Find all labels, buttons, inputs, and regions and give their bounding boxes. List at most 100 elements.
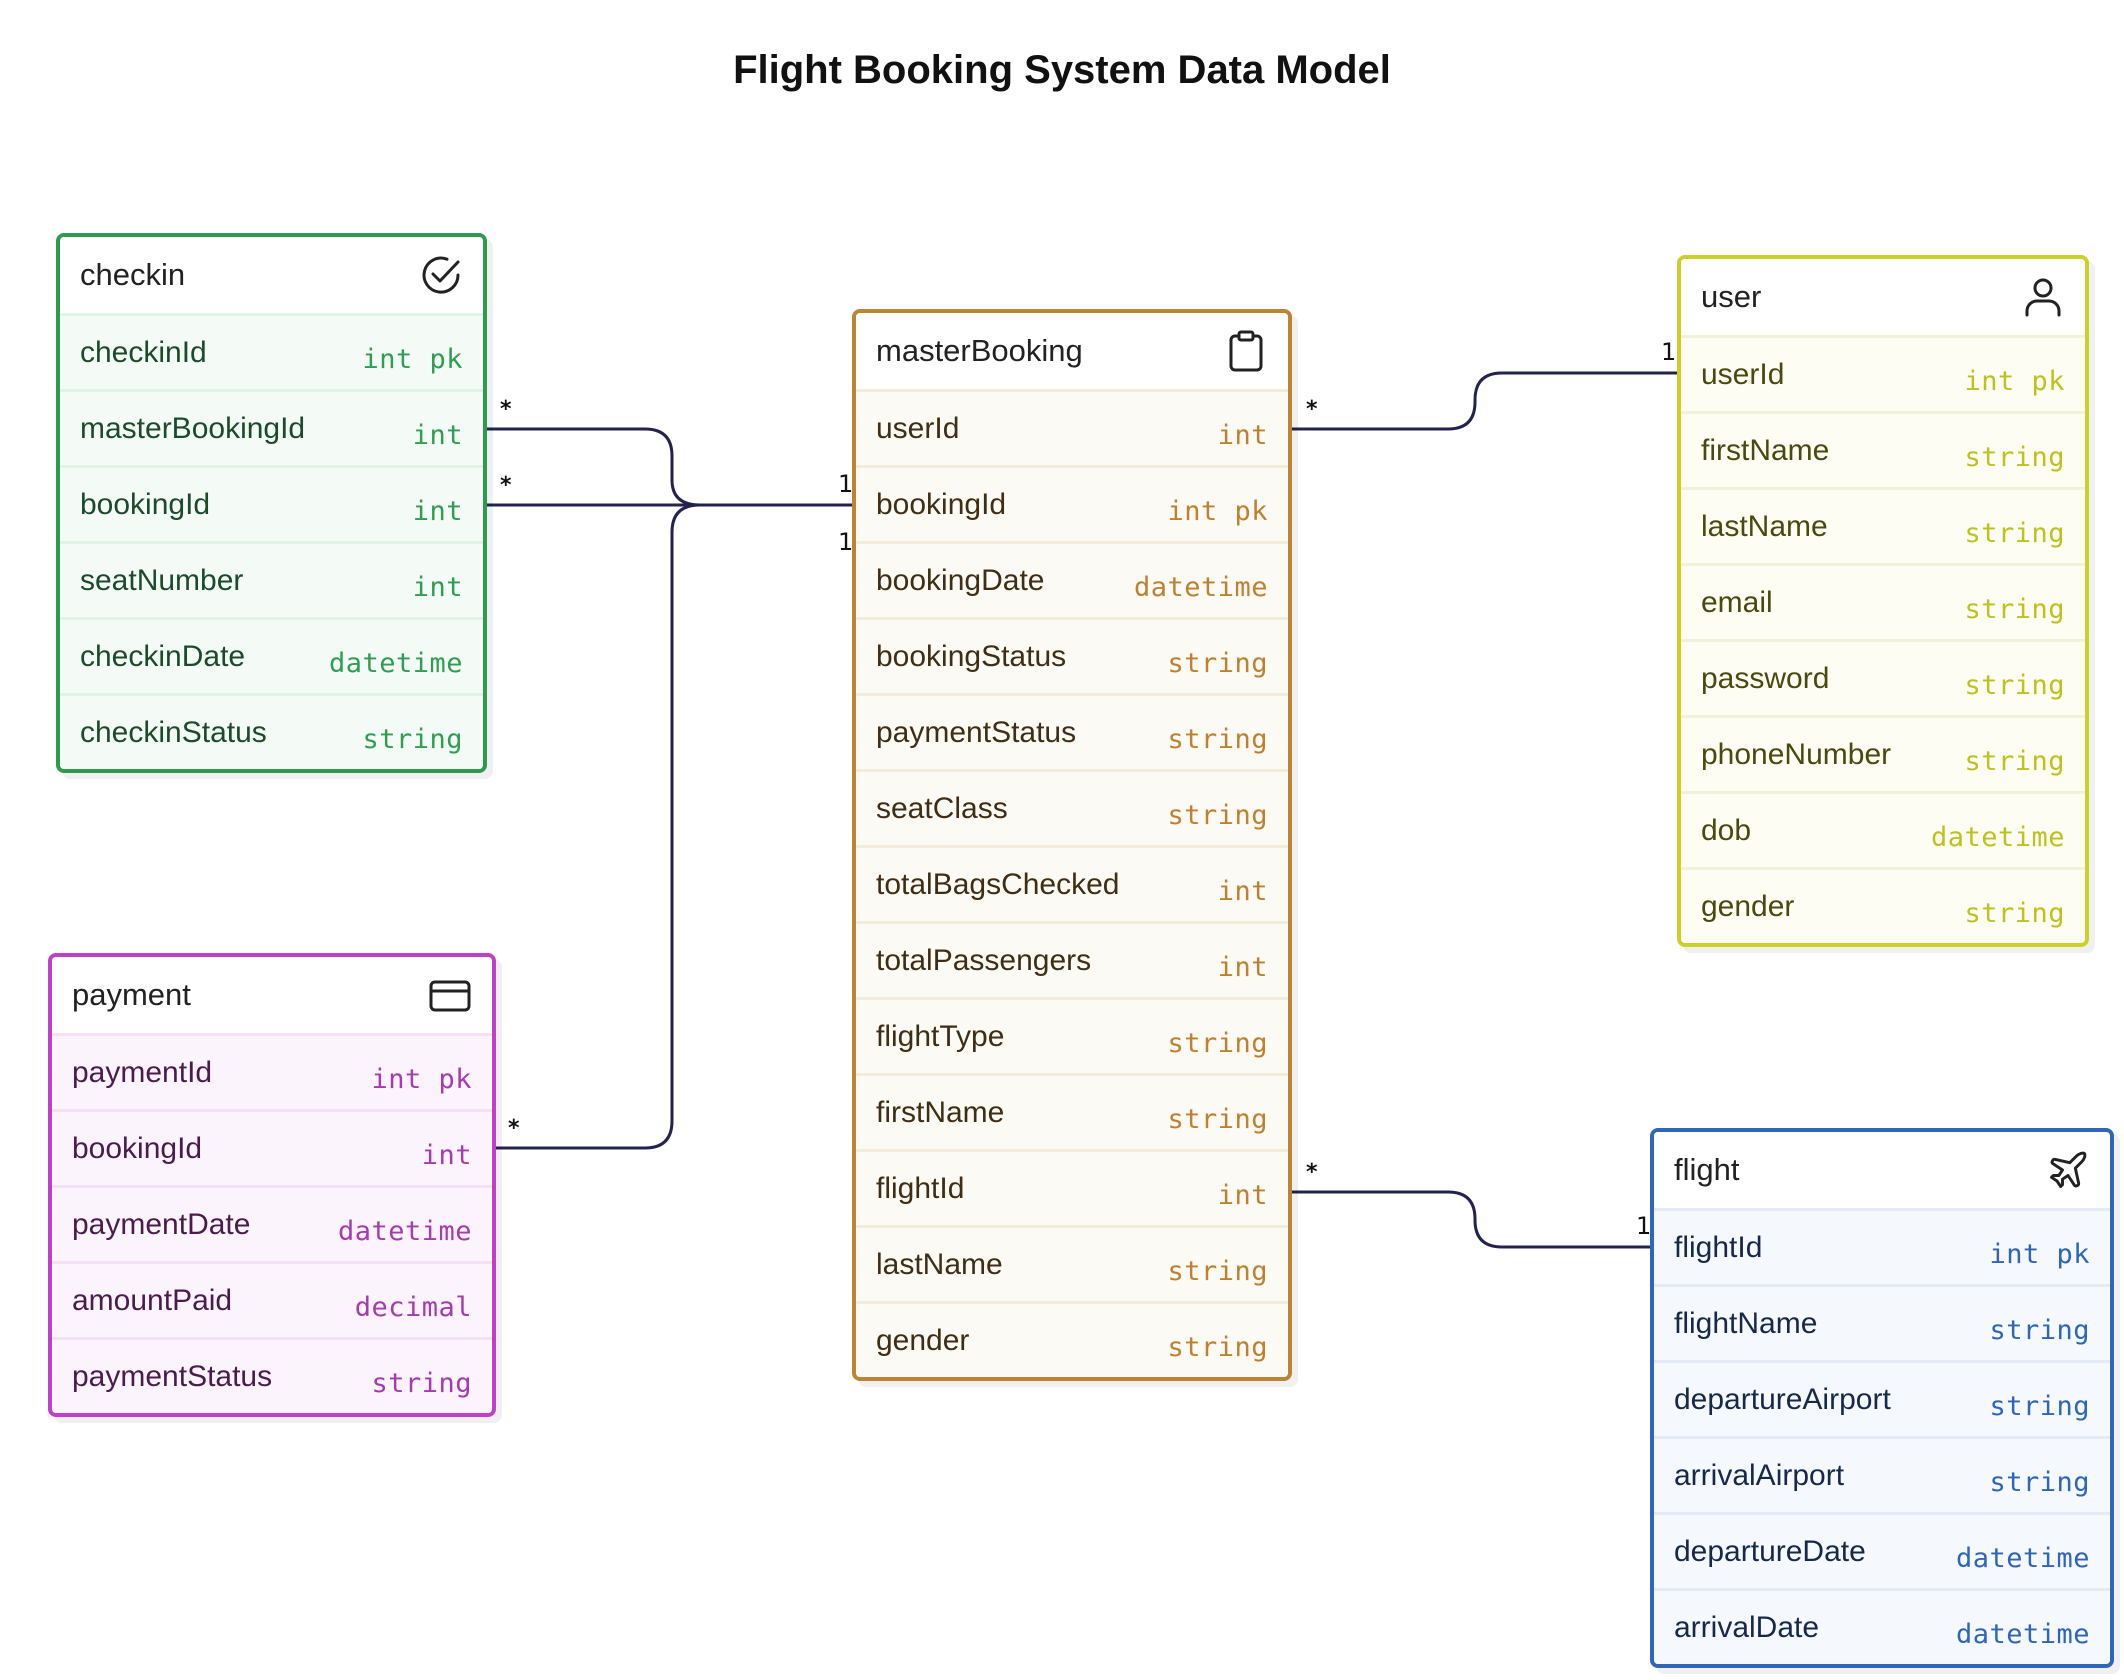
field-name: bookingDate: [876, 563, 1045, 597]
field-type: string: [1167, 648, 1268, 679]
field-row[interactable]: userId int pk: [1681, 335, 2085, 411]
field-name: paymentStatus: [72, 1359, 273, 1393]
link-master-flight: [1282, 1190, 1664, 1249]
field-name: arrivalDate: [1674, 1610, 1820, 1644]
field-type: string: [1964, 746, 2065, 777]
entity-title: flight: [1674, 1152, 1740, 1187]
field-type: string: [1167, 1256, 1268, 1287]
field-type: datetime: [1133, 572, 1268, 603]
field-type: int pk: [1964, 366, 2065, 397]
field-name: gender: [876, 1323, 970, 1357]
field-name: totalPassengers: [876, 943, 1092, 977]
user-icon: [2025, 278, 2061, 317]
field-name: email: [1701, 585, 1773, 619]
field-name: bookingStatus: [876, 639, 1067, 673]
field-name: lastName: [1701, 509, 1828, 543]
field-type: string: [1167, 724, 1268, 755]
entity-title: payment: [72, 977, 191, 1012]
field-type: int: [421, 1140, 472, 1171]
field-type: string: [371, 1368, 472, 1399]
field-row[interactable]: lastName string: [1681, 487, 2085, 563]
field-name: phoneNumber: [1701, 737, 1892, 771]
field-type: datetime: [1930, 822, 2065, 853]
field-row[interactable]: bookingId int: [52, 1109, 492, 1185]
field-row[interactable]: bookingStatus string: [856, 617, 1288, 693]
field-type: int: [1217, 420, 1268, 451]
field-name: checkinDate: [80, 639, 246, 673]
field-name: bookingId: [72, 1131, 203, 1165]
field-name: firstName: [1701, 433, 1830, 467]
field-type: string: [1964, 518, 2065, 549]
field-row[interactable]: paymentStatus string: [52, 1337, 492, 1413]
entity-user[interactable]: user userId int pk firstName string lastNa…: [1677, 255, 2089, 947]
field-type: int: [412, 572, 463, 603]
field-type: string: [1964, 442, 2065, 473]
field-type: string: [1964, 594, 2065, 625]
field-name: flightId: [1674, 1230, 1763, 1264]
field-name: userId: [1701, 357, 1785, 391]
cardinality-many-label: *: [1306, 397, 1318, 422]
field-row[interactable]: bookingDate datetime: [856, 541, 1288, 617]
field-name: lastName: [876, 1247, 1003, 1281]
field-row[interactable]: email string: [1681, 563, 2085, 639]
entity-header: payment: [52, 957, 492, 1033]
field-type: string: [362, 724, 463, 755]
field-row[interactable]: firstName string: [1681, 411, 2085, 487]
field-name: flightType: [876, 1019, 1005, 1053]
field-type: string: [1167, 1332, 1268, 1363]
cardinality-many-label: *: [508, 1116, 520, 1141]
entity-title: masterBooking: [876, 333, 1083, 368]
field-name: totalBagsChecked: [876, 867, 1120, 901]
field-row[interactable]: lastName string: [856, 1225, 1288, 1301]
field-name: masterBookingId: [80, 411, 306, 445]
field-type: int pk: [1167, 496, 1268, 527]
field-name: arrivalAirport: [1674, 1458, 1845, 1492]
field-type: int pk: [362, 344, 463, 375]
field-type: int: [1217, 876, 1268, 907]
entity-header: masterBooking: [856, 313, 1288, 389]
field-row[interactable]: totalBagsChecked int: [856, 845, 1288, 921]
check-circle-icon: [422, 256, 460, 294]
cardinality-many-label: *: [1306, 1160, 1318, 1185]
field-row[interactable]: phoneNumber string: [1681, 715, 2085, 791]
field-type: string: [1964, 670, 2065, 701]
field-row[interactable]: paymentStatus string: [856, 693, 1288, 769]
cardinality-many-label: *: [500, 473, 512, 498]
credit-card-icon: [429, 980, 471, 1012]
field-name: departureDate: [1674, 1534, 1866, 1568]
field-name: flightName: [1674, 1306, 1818, 1340]
entity-header: user: [1681, 259, 2085, 335]
field-type: string: [1167, 1028, 1268, 1059]
field-name: paymentStatus: [876, 715, 1077, 749]
field-row[interactable]: gender string: [856, 1301, 1288, 1377]
field-row[interactable]: flightType string: [856, 997, 1288, 1073]
